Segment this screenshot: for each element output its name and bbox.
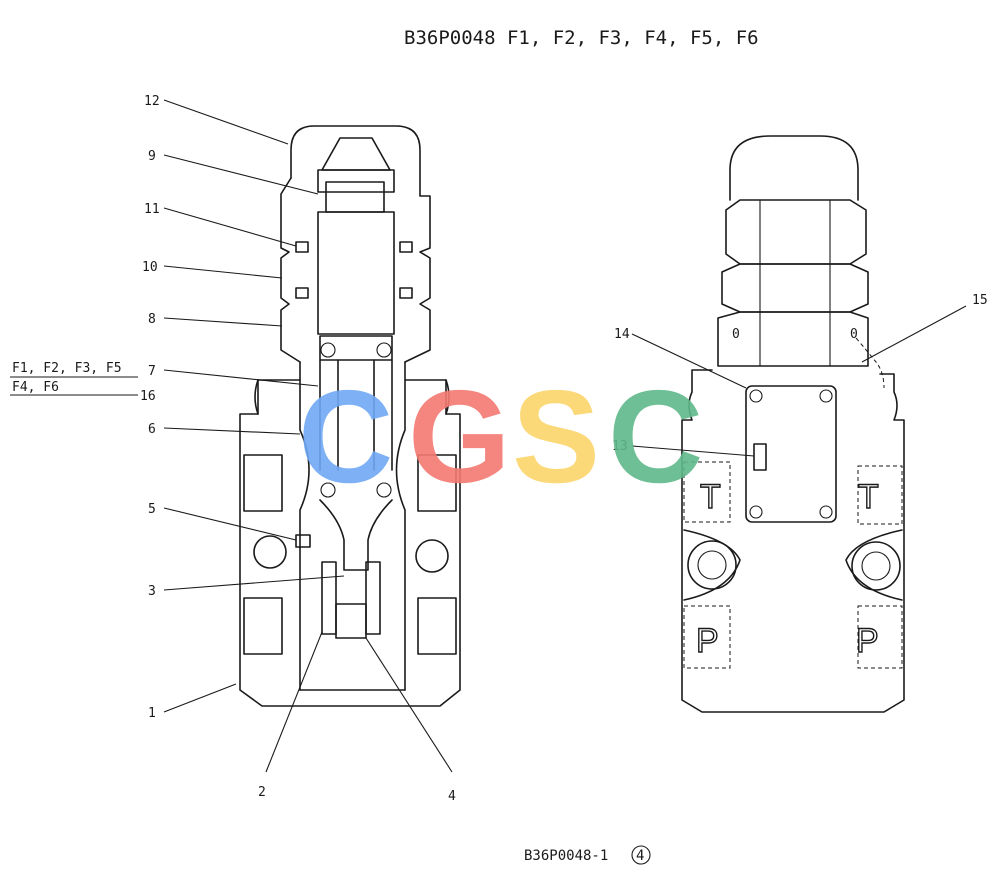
watermark-letter-c2: C <box>608 363 703 510</box>
watermark-letter-c1: C <box>298 363 393 510</box>
variant-note-2: F4, F6 <box>12 380 59 395</box>
callout-6: 6 <box>148 422 156 437</box>
zero-mark-right: 0 <box>850 327 858 342</box>
variant-note-1: F1, F2, F3, F5 <box>12 361 122 376</box>
callout-16: 16 <box>140 389 156 404</box>
callout-15: 15 <box>972 293 988 308</box>
callout-9: 9 <box>148 149 156 164</box>
callout-4: 4 <box>448 789 456 804</box>
tank-port-mark-right: T <box>858 478 879 516</box>
diagram-title: B36P0048 F1, F2, F3, F4, F5, F6 <box>404 27 759 49</box>
tank-port-mark-left: T <box>700 478 721 516</box>
callout-11: 11 <box>144 202 160 217</box>
pressure-port-mark-left: P <box>696 622 719 660</box>
watermark-logo: C G S C <box>298 363 703 510</box>
callout-12: 12 <box>144 94 160 109</box>
callout-14: 14 <box>614 327 630 342</box>
pressure-port-mark-right: P <box>856 622 879 660</box>
callout-13: 13 <box>612 439 628 454</box>
watermark-letter-s: S <box>512 363 600 510</box>
callout-5: 5 <box>148 502 156 517</box>
external-view: 0 0 T T P P <box>681 135 905 713</box>
zero-mark-left: 0 <box>732 327 740 342</box>
watermark-letter-g: G <box>408 363 511 510</box>
callout-1: 1 <box>148 706 156 721</box>
callout-10: 10 <box>142 260 158 275</box>
revision-number: 4 <box>636 848 644 864</box>
callout-3: 3 <box>148 584 156 599</box>
drawing-code: B36P0048-1 <box>524 848 608 864</box>
callout-2: 2 <box>258 785 266 800</box>
section-view <box>239 125 461 707</box>
revision-circle <box>631 845 651 865</box>
callout-7: 7 <box>148 364 156 379</box>
callout-leaders <box>10 99 967 773</box>
callout-8: 8 <box>148 312 156 327</box>
